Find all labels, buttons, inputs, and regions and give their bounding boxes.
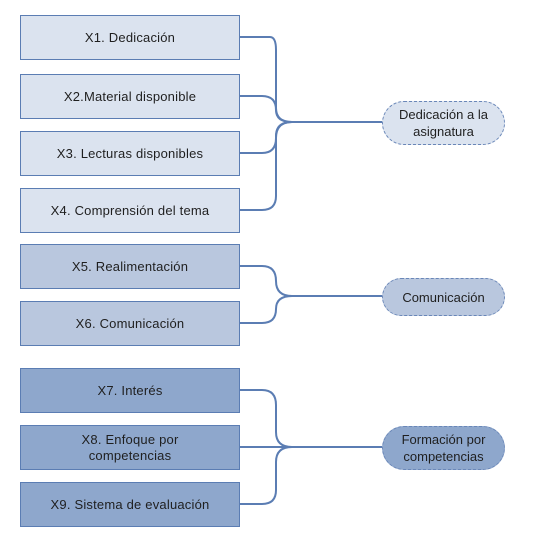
target-comunicacion: Comunicación bbox=[382, 278, 505, 316]
factor-box-x3: X3. Lecturas disponibles bbox=[20, 131, 240, 176]
connector-x9 bbox=[240, 446, 293, 505]
target-label: Dedicación a la asignatura bbox=[399, 107, 488, 139]
connector-x4 bbox=[240, 121, 293, 211]
target-label: Comunicación bbox=[402, 289, 485, 305]
factor-box-x4: X4. Comprensión del tema bbox=[20, 188, 240, 233]
connector-x6 bbox=[240, 295, 293, 324]
factor-box-x1: X1. Dedicación bbox=[20, 15, 240, 60]
connector-x1 bbox=[240, 36, 382, 123]
factor-label: X2.Material disponible bbox=[63, 88, 197, 104]
factor-label: X5. Realimentación bbox=[71, 258, 189, 274]
factor-box-x5: X5. Realimentación bbox=[20, 244, 240, 289]
factor-label: X4. Comprensión del tema bbox=[50, 202, 210, 218]
factor-box-x6: X6. Comunicación bbox=[20, 301, 240, 346]
factor-label: X6. Comunicación bbox=[75, 315, 185, 331]
target-formacion: Formación por competencias bbox=[382, 426, 505, 470]
factor-label: X3. Lecturas disponibles bbox=[56, 145, 204, 161]
factor-label: X1. Dedicación bbox=[84, 29, 176, 45]
connector-x7 bbox=[240, 389, 382, 448]
factor-box-x8: X8. Enfoque por competencias bbox=[20, 425, 240, 470]
factor-label: X8. Enfoque por competencias bbox=[81, 431, 179, 463]
target-label: Formación por competencias bbox=[401, 432, 486, 464]
target-dedicacion: Dedicación a la asignatura bbox=[382, 101, 505, 145]
factor-box-x7: X7. Interés bbox=[20, 368, 240, 413]
factor-box-x9: X9. Sistema de evaluación bbox=[20, 482, 240, 527]
factor-box-x2: X2.Material disponible bbox=[20, 74, 240, 119]
connector-x5 bbox=[240, 265, 382, 297]
factor-label: X7. Interés bbox=[97, 382, 163, 398]
factor-label: X9. Sistema de evaluación bbox=[50, 496, 210, 512]
connector-x2 bbox=[240, 95, 293, 123]
connector-x3 bbox=[240, 121, 293, 154]
